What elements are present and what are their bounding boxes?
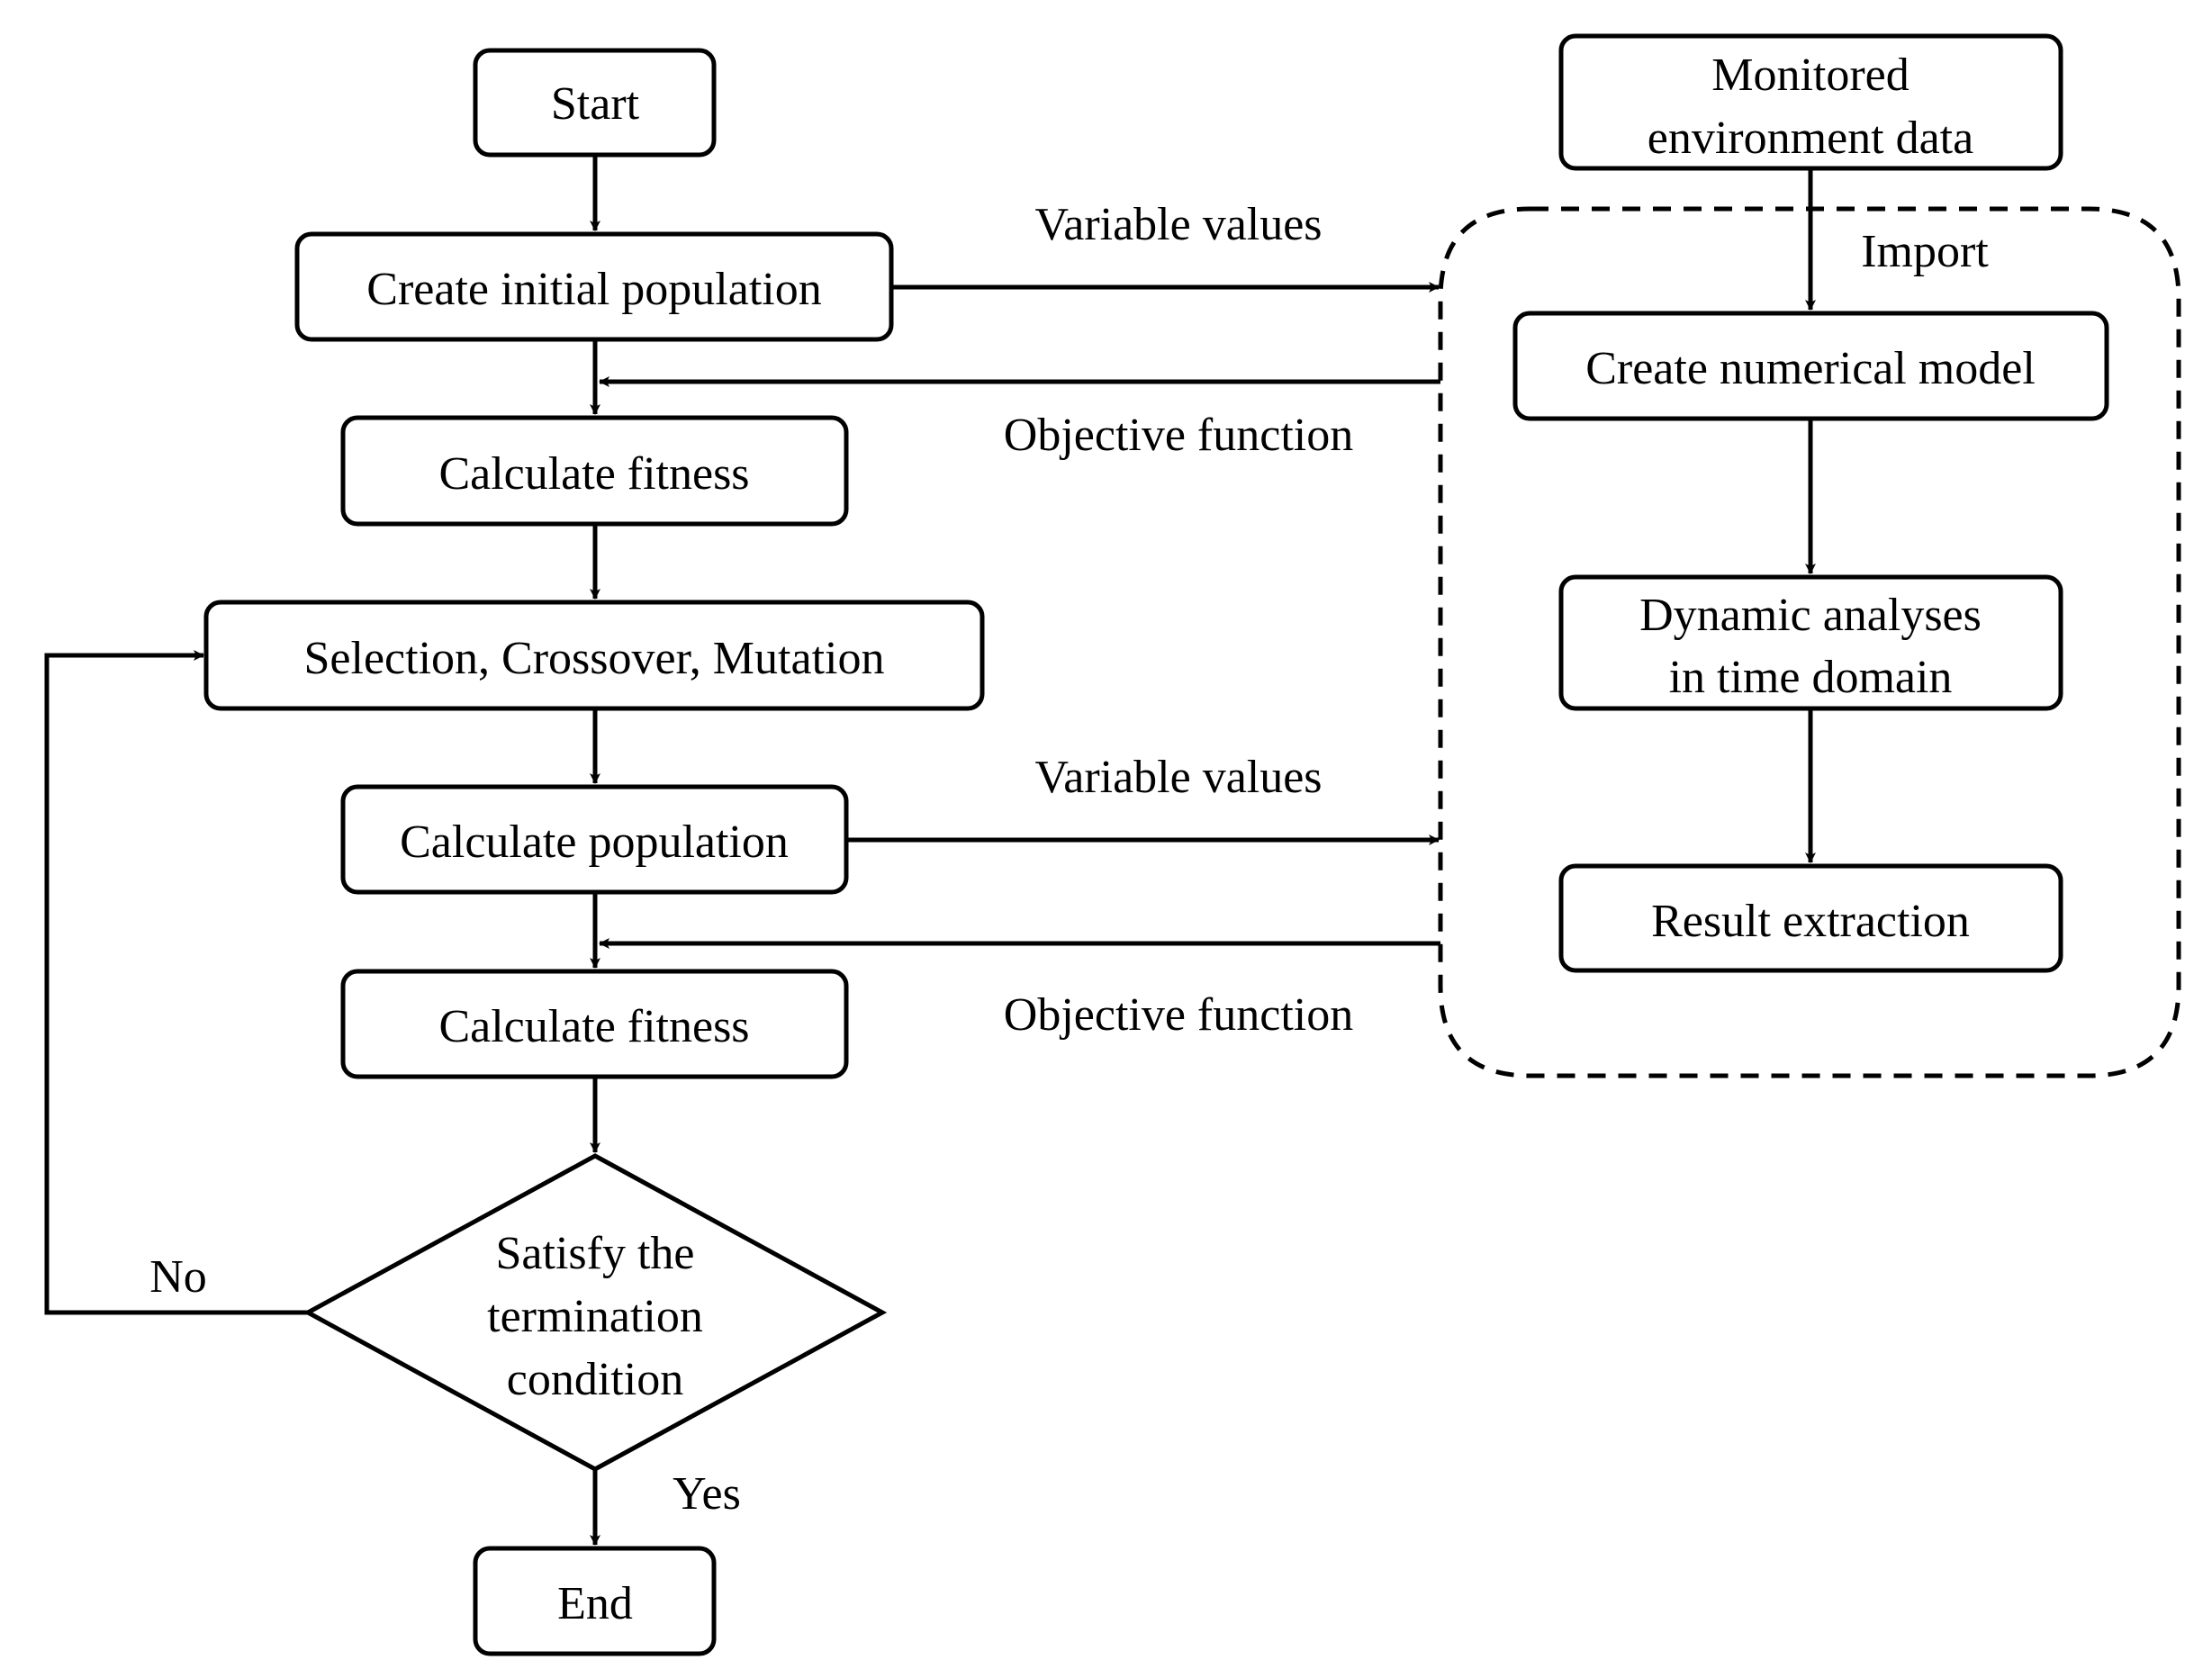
node-result-extraction-label: Result extraction [1651,896,1970,947]
node-end: End [473,1546,717,1656]
node-calculate-population-label: Calculate population [400,816,789,868]
node-calculate-fitness-1-label: Calculate fitness [438,448,749,500]
label-no: No [149,1251,207,1303]
label-variable-values-2: Variable values [1034,752,1322,803]
node-calculate-fitness-1: Calculate fitness [340,415,849,527]
node-selection-crossover-mutation: Selection, Crossover, Mutation [203,600,985,711]
node-start: Start [473,48,717,158]
node-create-numerical-model-label: Create numerical model [1585,343,2036,394]
node-create-numerical-model: Create numerical model [1512,311,2109,421]
node-create-initial-population: Create initial population [294,231,894,342]
label-yes: Yes [673,1468,741,1520]
node-calculate-fitness-2-label: Calculate fitness [438,1001,749,1052]
node-monitored-environment-data: Monitored environment data [1558,33,2063,171]
node-calculate-fitness-2: Calculate fitness [340,969,849,1079]
node-start-label: Start [551,78,640,130]
node-result-extraction: Result extraction [1558,863,2063,973]
node-monitored-environment-data-line-2: environment data [1648,113,1973,164]
node-termination-decision-line-2: termination [487,1291,703,1342]
node-dynamic-analyses: Dynamic analyses in time domain [1558,574,2063,711]
node-selection-crossover-mutation-label: Selection, Crossover, Mutation [304,633,885,684]
node-termination-decision: Satisfy the termination condition [302,1153,888,1472]
label-objective-function-1: Objective function [1004,410,1353,461]
label-variable-values-1: Variable values [1034,199,1322,250]
node-end-label: End [557,1578,633,1629]
edge-no-loop [44,650,308,1315]
node-dynamic-analyses-line-1: Dynamic analyses [1639,590,1982,641]
label-objective-function-2: Objective function [1004,989,1353,1041]
node-monitored-environment-data-line-1: Monitored [1711,50,1910,101]
node-calculate-population: Calculate population [340,784,849,895]
simulation-boundary [1438,206,2181,1078]
node-create-initial-population-label: Create initial population [366,264,821,315]
label-import: Import [1861,226,1989,277]
node-dynamic-analyses-line-2: in time domain [1669,652,1953,703]
node-termination-decision-line-3: condition [507,1354,683,1405]
node-termination-decision-line-1: Satisfy the [496,1228,695,1279]
